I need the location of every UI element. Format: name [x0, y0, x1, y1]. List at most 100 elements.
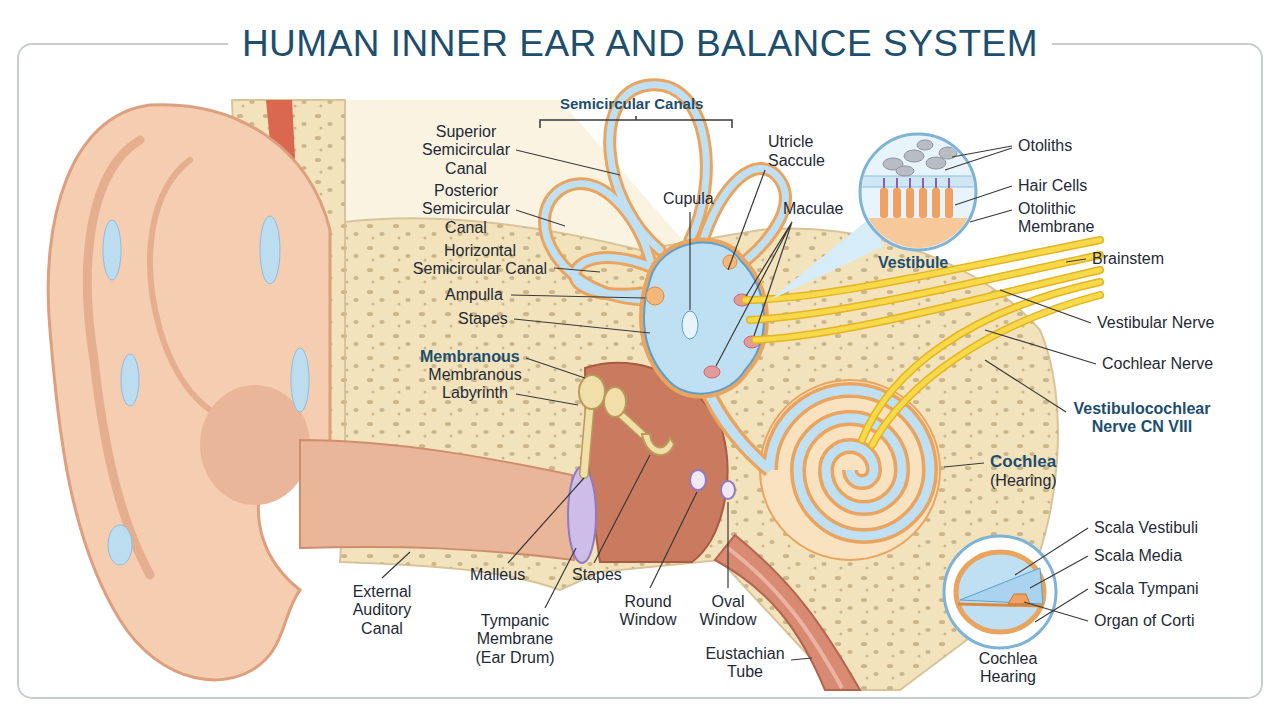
title-band: HUMAN INNER EAR AND BALANCE SYSTEM	[0, 22, 1280, 66]
hair-cell	[932, 188, 940, 218]
part-label: Tympanic Membrane (Ear Drum)	[465, 612, 565, 667]
otolith	[939, 147, 957, 159]
otolith	[904, 150, 924, 162]
cochlea-inset	[956, 552, 1044, 632]
leader-line	[970, 210, 1012, 222]
malleus-handle-outline	[584, 405, 590, 474]
vestibule	[644, 243, 764, 394]
part-label: Brainstem	[1092, 250, 1164, 268]
part-label: Scala Vestibuli	[1094, 519, 1198, 537]
otolith	[926, 157, 946, 169]
part-label: Vestibule	[878, 254, 948, 272]
leader-line	[955, 186, 1012, 205]
part-label: Superior Semicircular Canal	[416, 123, 516, 178]
cochlear-duct-section	[956, 552, 1044, 632]
part-label: Vestibulocochlear Nerve CN VIII	[1062, 400, 1222, 437]
leader-line	[511, 295, 645, 298]
leader-line	[516, 394, 578, 405]
cartilage	[103, 220, 121, 280]
leader-line	[716, 222, 792, 366]
stereocilia	[884, 178, 949, 188]
otolith-inset-border	[860, 134, 976, 250]
part-label: Stapes	[572, 566, 622, 584]
ear-canal	[300, 440, 574, 560]
frame	[18, 44, 1262, 698]
part-label: Scala Tympani	[1094, 580, 1199, 598]
part-label: Oval Window	[693, 593, 763, 630]
part-label: Round Window	[613, 593, 683, 630]
scala-media-region	[960, 568, 1043, 604]
vestibule-wall	[644, 243, 764, 394]
tympanic-membrane	[568, 467, 596, 563]
cartilage	[260, 216, 280, 284]
hair-cell	[893, 188, 901, 218]
part-label: Posterior Semicircular Canal	[416, 182, 516, 237]
cartilage	[121, 354, 139, 406]
pinna	[48, 105, 330, 680]
incus	[604, 387, 626, 417]
ampulla	[646, 287, 664, 305]
diagram-title: HUMAN INNER EAR AND BALANCE SYSTEM	[228, 22, 1052, 66]
cochlea-base-outer	[705, 385, 770, 470]
part-label: External Auditory Canal	[337, 583, 427, 638]
leader-lines	[382, 146, 1096, 660]
leader-line	[1000, 290, 1091, 323]
otolith-inset	[860, 140, 980, 258]
leader-line	[1015, 528, 1088, 575]
oval-window	[721, 481, 735, 499]
leader-line	[1024, 602, 1088, 621]
leader-line	[650, 492, 697, 588]
cochlea-inset-border	[944, 536, 1056, 648]
malleus	[579, 375, 605, 409]
leader-line	[594, 455, 650, 563]
part-label: Membranous Labyrinth	[420, 366, 530, 403]
leader-line	[554, 268, 600, 272]
cochlea-shell	[760, 380, 940, 560]
cochlea-base	[705, 385, 770, 470]
leader-line	[382, 552, 410, 578]
otolith	[917, 140, 933, 150]
leader-line	[526, 358, 585, 378]
hair-cell	[945, 188, 953, 218]
stapes	[642, 434, 674, 455]
part-label: Scala Media	[1094, 547, 1182, 565]
round-window	[690, 470, 706, 490]
cochlea-spiral-outer	[770, 390, 930, 536]
macula	[704, 366, 720, 378]
helix-fold	[87, 140, 150, 575]
leader-line	[1066, 259, 1086, 262]
part-label: Otoliths	[1018, 137, 1072, 155]
leader-line	[944, 463, 984, 467]
part-label: Ampulla	[445, 286, 503, 304]
leader-line	[985, 330, 1096, 364]
cochlea-spiral	[770, 390, 930, 536]
part-label: Vestibular Nerve	[1097, 314, 1214, 332]
part-label: Organ of Corti	[1094, 612, 1194, 630]
leader-line	[516, 150, 620, 175]
part-label: Membranous	[420, 348, 520, 366]
part-label: Utricle	[768, 133, 813, 151]
part-label: Horizontal Semicircular Canal	[405, 242, 555, 279]
part-label: Maculae	[783, 200, 843, 218]
cartilage	[291, 348, 309, 412]
part-label: Stapes	[458, 310, 508, 328]
hair-cell	[880, 188, 888, 218]
hair-cell	[906, 188, 914, 218]
cupula	[682, 311, 698, 339]
posterior-canal-wall	[544, 184, 650, 300]
leader-line	[727, 502, 728, 588]
part-label: Cochlea Hearing	[963, 650, 1053, 687]
leader-line	[728, 170, 765, 270]
leader-line	[1030, 556, 1088, 588]
ampulla	[723, 255, 737, 269]
part-label: Cupula	[663, 190, 714, 208]
part-label: Cochlea	[990, 452, 1056, 472]
cochlear-nerve-fiber	[872, 295, 1100, 445]
malleus-handle	[584, 405, 590, 474]
part-label: Malleus	[470, 566, 525, 584]
leader-line	[985, 360, 1066, 412]
part-label: (Hearing)	[990, 472, 1057, 490]
part-label: Cochlear Nerve	[1102, 355, 1213, 373]
inset-base	[860, 218, 980, 258]
